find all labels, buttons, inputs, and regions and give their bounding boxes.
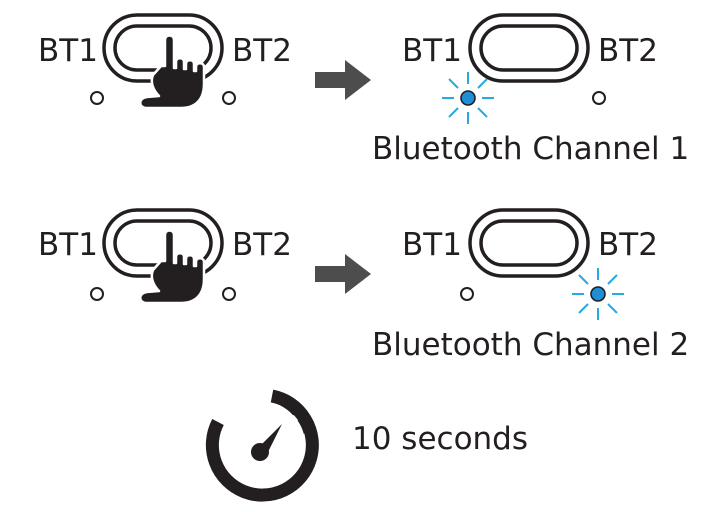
row2-after-led-left [460, 287, 474, 301]
row1-led-active-icon [441, 71, 495, 125]
row1-before-bt1-label: BT1 [38, 33, 98, 69]
row1-after-bt2-label: BT2 [598, 33, 658, 69]
row1-caption: Bluetooth Channel 1 [372, 131, 690, 167]
row1-after-led-right [592, 91, 606, 105]
row1-after-bt1-label: BT1 [402, 33, 462, 69]
row2-led-active-icon [571, 267, 625, 321]
row2-after-bt1-label: BT1 [402, 227, 462, 263]
row2-before-led-right [222, 287, 236, 301]
row1-before-bt2-label: BT2 [232, 33, 292, 69]
row2-before-led-left [90, 287, 104, 301]
stopwatch-icon [205, 389, 319, 502]
timer-label: 10 seconds [352, 421, 529, 457]
row1-before-led-left [90, 91, 104, 105]
row1-arrow-icon [315, 60, 371, 100]
row2-caption: Bluetooth Channel 2 [372, 327, 690, 363]
row2-after-bt2-label: BT2 [598, 227, 658, 263]
row2-arrow-icon [315, 254, 371, 294]
row1-before-led-right [222, 91, 236, 105]
row2-after-button [468, 208, 590, 278]
row1-after-button [468, 13, 590, 83]
row2-before-bt1-label: BT1 [38, 227, 98, 263]
row2-before-bt2-label: BT2 [232, 227, 292, 263]
